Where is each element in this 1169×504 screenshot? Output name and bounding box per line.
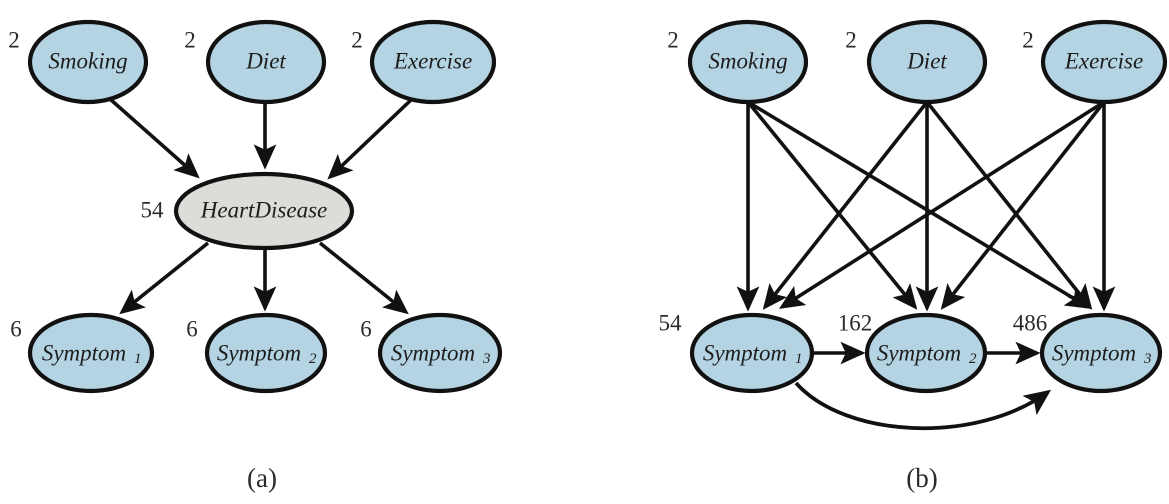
panel-a-caption: (a) [247,463,277,493]
cardinality-diet-a: 2 [184,27,196,52]
node-smoking-b-label: Smoking [708,48,787,73]
edge-exercise-to-symptom1-b [778,100,1105,309]
panel-b-caption: (b) [906,463,937,493]
node-exercise-a-label: Exercise [393,48,472,73]
node-exercise-a[interactable]: Exercise 2 [351,19,497,105]
cardinality-symptom1-b: 54 [659,310,683,335]
node-heartdisease-a-shape[interactable] [173,171,355,251]
panel-a-edges [108,97,414,315]
edge-diet-to-symptom3-b [925,100,1093,310]
node-symptom3-a-label: Symptom [391,340,475,365]
node-symptom1-b[interactable]: Symptom 1 54 [659,310,815,394]
node-exercise-b-shape[interactable] [1040,19,1168,105]
node-symptom1-a-shape[interactable] [27,312,155,394]
cardinality-symptom2-b: 162 [838,310,873,335]
node-heartdisease-a-label: HeartDisease [200,197,327,222]
panel-b-edges [736,100,1116,431]
edge-diet-to-symptom1-b [762,100,929,310]
node-diet-b-shape[interactable] [866,19,988,105]
cardinality-symptom2-a: 6 [186,316,198,341]
node-symptom3-a[interactable]: Symptom 3 6 [360,312,503,394]
edge-smoking-to-symptom2-b [746,100,918,310]
node-heartdisease-a[interactable]: HeartDisease 54 [141,171,355,251]
node-symptom1-b-subscript: 1 [795,351,803,367]
node-symptom3-a-subscript: 3 [482,351,491,367]
node-symptom1-a-subscript: 1 [134,351,142,367]
cardinality-diet-b: 2 [845,27,857,52]
cardinality-symptom3-a: 6 [360,316,372,341]
node-diet-a-label: Diet [245,48,286,73]
cardinality-exercise-b: 2 [1022,27,1034,52]
panel-a: Smoking 2 Diet 2 Exercise 2 HeartDisease… [8,19,503,493]
node-exercise-b-label: Exercise [1064,48,1143,73]
node-diet-b[interactable]: Diet 2 [845,19,988,105]
node-exercise-b[interactable]: Exercise 2 [1022,19,1168,105]
node-symptom2-b-shape[interactable] [864,312,988,394]
node-symptom2-a-label: Symptom [217,340,301,365]
node-smoking-a[interactable]: Smoking 2 [8,19,149,105]
node-smoking-b-shape[interactable] [687,19,809,105]
node-diet-b-label: Diet [906,48,947,73]
node-exercise-a-shape[interactable] [369,19,497,105]
node-symptom2-a-subscript: 2 [309,351,317,367]
cardinality-exercise-a: 2 [351,27,363,52]
node-symptom3-b-shape[interactable] [1039,312,1163,394]
edge-smoking-to-heartdisease [108,97,200,179]
node-symptom3-b-subscript: 3 [1143,351,1152,367]
node-symptom3-b-label: Symptom [1052,340,1136,365]
node-symptom1-a[interactable]: Symptom 1 6 [10,312,155,394]
edge-heartdisease-to-symptom3 [318,241,409,315]
node-symptom2-a-shape[interactable] [204,312,328,394]
node-smoking-a-shape[interactable] [27,19,149,105]
node-symptom2-b-label: Symptom [877,340,961,365]
node-diet-a[interactable]: Diet 2 [184,19,327,105]
cardinality-symptom3-b: 486 [1013,310,1048,335]
edge-heartdisease-to-symptom1 [119,241,210,315]
cardinality-symptom1-a: 6 [10,316,22,341]
node-smoking-a-label: Smoking [48,48,127,73]
cardinality-smoking-a: 2 [8,27,20,52]
edge-exercise-to-heartdisease [327,97,414,180]
node-symptom1-b-shape[interactable] [689,312,815,394]
edge-symptom1-to-symptom3-curved-b [794,381,1052,431]
node-symptom2-b[interactable]: Symptom 2 162 [838,310,988,394]
node-symptom3-a-shape[interactable] [377,312,503,394]
edge-exercise-to-symptom2-b [940,100,1106,310]
node-diet-a-shape[interactable] [205,19,327,105]
edge-smoking-to-symptom3-b [747,100,1092,309]
node-symptom1-a-label: Symptom [42,340,126,365]
node-symptom2-a[interactable]: Symptom 2 6 [186,312,328,394]
cardinality-heartdisease-a: 54 [141,197,165,222]
panel-b: Smoking 2 Diet 2 Exercise 2 Symptom 1 54 [659,19,1168,493]
node-smoking-b[interactable]: Smoking 2 [667,19,809,105]
cardinality-smoking-b: 2 [667,27,679,52]
node-symptom1-b-label: Symptom [703,340,787,365]
node-symptom2-b-subscript: 2 [969,351,977,367]
node-symptom3-b[interactable]: Symptom 3 486 [1013,310,1163,394]
